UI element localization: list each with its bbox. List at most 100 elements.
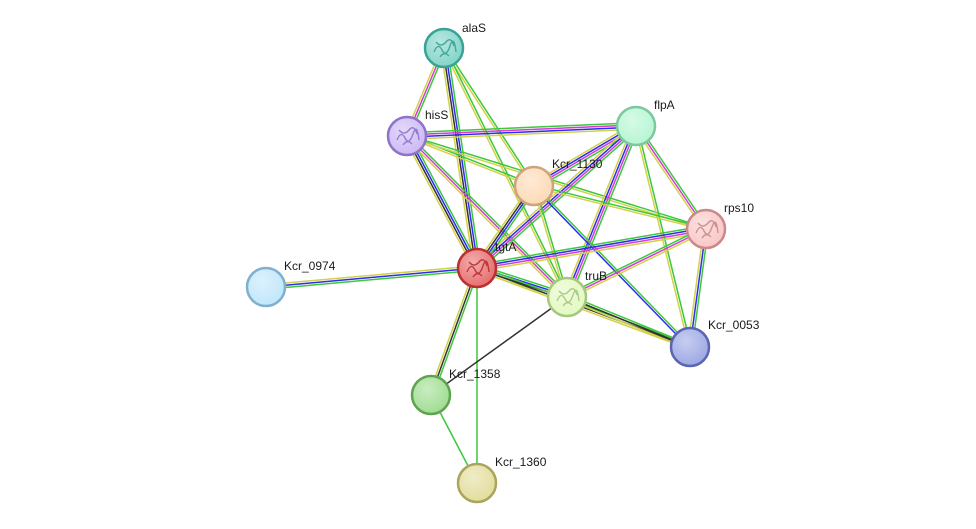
edge-line-yellow bbox=[265, 265, 477, 286]
edge-line-blue bbox=[565, 125, 636, 297]
edge-line-magenta bbox=[566, 228, 707, 298]
edge-line-black bbox=[430, 296, 568, 396]
node-Kcr_0053[interactable]: Kcr_0053 bbox=[669, 318, 760, 368]
edge-line-yellow bbox=[563, 124, 634, 297]
node-tgtA[interactable]: tgtA bbox=[456, 240, 516, 289]
node-alaS[interactable]: alaS bbox=[423, 21, 486, 69]
edge-hisS-rps10[interactable] bbox=[406, 134, 707, 231]
edge-line-green bbox=[409, 134, 481, 267]
node-label: flpA bbox=[654, 98, 675, 112]
node-circle[interactable] bbox=[456, 462, 498, 504]
edge-flpA-tgtA[interactable] bbox=[474, 122, 639, 272]
edge-line-yellow bbox=[406, 136, 534, 188]
edge-flpA-truB[interactable] bbox=[563, 124, 640, 299]
edge-flpA-Kcr_0053[interactable] bbox=[634, 125, 692, 348]
edge-tgtA-Kcr_0974[interactable] bbox=[265, 265, 478, 290]
node-label: Kcr_0974 bbox=[284, 259, 336, 273]
node-label: truB bbox=[585, 269, 607, 283]
node-label: hisS bbox=[425, 108, 448, 122]
node-label: Kcr_1358 bbox=[449, 367, 501, 381]
edge-line-yellow bbox=[403, 137, 475, 270]
edge-Kcr_1130-Kcr_0053[interactable] bbox=[532, 184, 692, 349]
edge-hisS-tgtA[interactable] bbox=[403, 134, 481, 270]
node-label: Kcr_1130 bbox=[552, 157, 603, 171]
edge-line-blue bbox=[475, 124, 636, 268]
edge-line-green bbox=[444, 46, 536, 186]
protein-structure-icon bbox=[556, 288, 580, 307]
edge-line-blue bbox=[444, 47, 479, 268]
edge-line-green bbox=[432, 268, 480, 397]
node-flpA[interactable]: flpA bbox=[615, 98, 675, 147]
nodes-layer: alaS hisS flpA Kcr_1130 rps10 tgtA Kcr_0974tru… bbox=[245, 21, 760, 504]
node-label: rps10 bbox=[724, 201, 754, 215]
edge-tgtA-Kcr_1358[interactable] bbox=[428, 266, 480, 397]
edge-line-black bbox=[566, 296, 691, 348]
node-circle[interactable] bbox=[685, 208, 727, 250]
node-label: Kcr_0053 bbox=[708, 318, 760, 332]
edge-line-yellow bbox=[407, 128, 637, 141]
node-circle[interactable] bbox=[669, 326, 711, 368]
edge-line-yellow bbox=[477, 231, 707, 272]
edges-layer bbox=[265, 46, 709, 484]
edge-line-blue bbox=[476, 227, 706, 268]
edge-line-yellow bbox=[442, 48, 534, 188]
edge-line-magenta bbox=[567, 126, 638, 298]
node-rps10[interactable]: rps10 bbox=[685, 201, 754, 250]
edge-line-green bbox=[534, 184, 692, 347]
node-Kcr_1130[interactable]: Kcr_1130 bbox=[513, 157, 603, 207]
protein-structure-icon bbox=[695, 220, 719, 239]
edge-line-yellow bbox=[567, 230, 708, 300]
edge-line-blue bbox=[407, 126, 637, 138]
edge-line-magenta bbox=[477, 229, 707, 270]
edge-Kcr_1130-rps10[interactable] bbox=[533, 184, 707, 231]
protein-structure-icon bbox=[466, 259, 490, 278]
edge-line-yellow bbox=[428, 266, 476, 395]
edge-line-yellow bbox=[404, 137, 566, 300]
node-Kcr_1358[interactable]: Kcr_1358 bbox=[410, 367, 501, 416]
node-circle[interactable] bbox=[423, 27, 465, 69]
node-hisS[interactable]: hisS bbox=[386, 108, 448, 157]
edge-line-green bbox=[569, 126, 640, 299]
node-circle[interactable] bbox=[513, 165, 555, 207]
edge-line-green bbox=[567, 294, 692, 346]
node-label: tgtA bbox=[495, 240, 516, 254]
edge-line-yellow bbox=[565, 298, 690, 350]
edge-line-green bbox=[565, 226, 706, 296]
edge-line-yellow bbox=[439, 48, 475, 269]
edge-line-green bbox=[266, 269, 478, 290]
node-circle[interactable] bbox=[410, 374, 452, 416]
edge-tgtA-rps10[interactable] bbox=[476, 225, 707, 272]
edge-line-yellow bbox=[533, 186, 706, 231]
edge-truB-rps10[interactable] bbox=[565, 226, 708, 300]
edge-line-black bbox=[405, 136, 477, 269]
edge-line-green bbox=[637, 124, 709, 229]
edge-line-blue bbox=[532, 186, 690, 349]
edge-hisS-flpA[interactable] bbox=[406, 121, 637, 141]
node-circle[interactable] bbox=[386, 115, 428, 157]
edge-line-magenta bbox=[406, 135, 568, 298]
edge-line-magenta bbox=[477, 126, 638, 270]
edge-line-magenta bbox=[635, 125, 707, 230]
node-circle[interactable] bbox=[456, 247, 498, 289]
node-Kcr_1360[interactable]: Kcr_1360 bbox=[456, 455, 547, 504]
node-circle[interactable] bbox=[615, 105, 657, 147]
edge-truB-Kcr_0053[interactable] bbox=[565, 294, 692, 350]
edge-line-green bbox=[636, 125, 692, 347]
edge-alaS-Kcr_1130[interactable] bbox=[442, 46, 536, 188]
edge-hisS-truB[interactable] bbox=[404, 133, 570, 300]
protein-structure-icon bbox=[433, 39, 457, 58]
edge-truB-Kcr_1358[interactable] bbox=[430, 296, 568, 396]
node-truB[interactable]: truB bbox=[546, 269, 607, 318]
edge-line-yellow bbox=[634, 126, 690, 348]
node-Kcr_0974[interactable]: Kcr_0974 bbox=[245, 259, 336, 308]
edge-line-yellow bbox=[474, 122, 635, 267]
edge-line-black bbox=[430, 267, 478, 396]
edge-line-blue bbox=[407, 135, 479, 268]
node-label: Kcr_1360 bbox=[495, 455, 547, 469]
edge-line-blue bbox=[265, 267, 478, 288]
edge-flpA-rps10[interactable] bbox=[633, 124, 709, 231]
node-circle[interactable] bbox=[245, 266, 287, 308]
node-label: alaS bbox=[462, 21, 486, 35]
node-circle[interactable] bbox=[546, 276, 588, 318]
